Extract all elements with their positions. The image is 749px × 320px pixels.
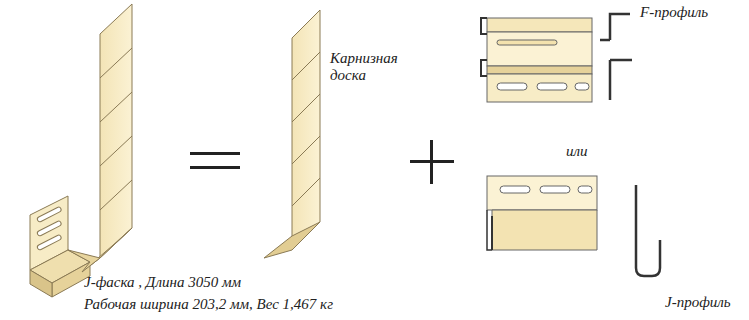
fascia-board bbox=[264, 10, 320, 258]
plus-sign bbox=[410, 140, 454, 184]
spec-label: J-фаска , Длина 3050 мм bbox=[84, 274, 241, 291]
f-profile bbox=[481, 14, 632, 102]
part-label: J-профиль bbox=[665, 294, 731, 311]
j-chamfer bbox=[30, 4, 132, 297]
note-label: или bbox=[566, 143, 588, 160]
spec-label: Рабочая ширина 203,2 мм, Вес 1,467 кг bbox=[84, 296, 333, 313]
j-profile bbox=[487, 176, 660, 276]
equals-sign bbox=[190, 152, 240, 169]
part-label: F-профиль bbox=[640, 4, 708, 21]
fascia-label: Карнизная доска bbox=[330, 50, 410, 84]
